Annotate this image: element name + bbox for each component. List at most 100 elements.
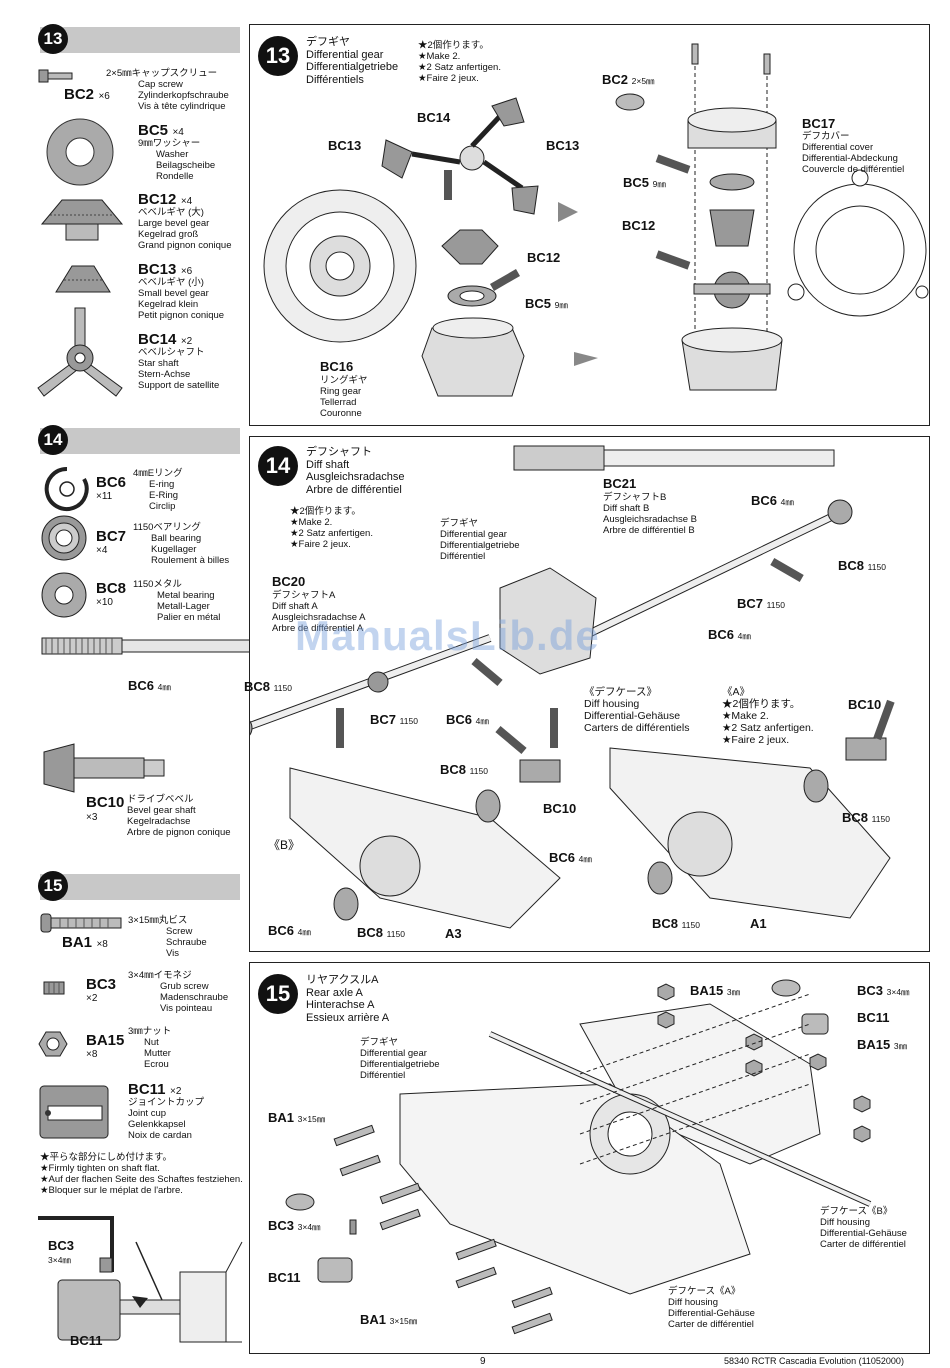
joint-cup-icon [39, 1085, 109, 1139]
part-bc14: BC14 ×2 [138, 331, 193, 348]
p15-bc3-top: BC3 3×4㎜ [857, 983, 910, 998]
large-bevel-gear-icon [40, 199, 124, 241]
p13-bc17: BC17 [802, 116, 836, 131]
star-shaft-icon [37, 307, 123, 397]
panel14-make-note: ★2個作ります。★Make 2. ★2 Satz anfertigen.★Fai… [290, 506, 373, 550]
grub-screw-detail-illustration [38, 1216, 243, 1343]
p14-bc6-top: BC6 4㎜ [751, 493, 794, 508]
part-ba1: BA1 ×8 [62, 934, 108, 951]
bevel-gear-shaft-icon [43, 743, 165, 793]
p14-bc8-bottom-right: BC8 1150 [652, 916, 700, 931]
part-bc13-desc: ベベルギヤ (小)Small bevel gear Kegelrad klein… [138, 277, 225, 321]
p14-a1: A1 [750, 916, 767, 931]
panel13-step-number: 13 [258, 36, 298, 76]
tighten-notes: ★平らな部分にしめ付けます。 ★Firmly tighten on shaft … [40, 1152, 243, 1196]
part-bc7: BC7×4 [96, 528, 127, 556]
p14-bc7-top: BC7 1150 [737, 596, 785, 611]
small-bevel-gear-icon [55, 265, 111, 293]
p14-bc6-right: BC6 4㎜ [549, 850, 592, 865]
p14-diffcase-desc: 《デフケース》Diff housing Differential-Gehäuse… [584, 686, 690, 734]
part-bc12: BC12 ×4 [138, 191, 193, 208]
part-bc13: BC13 ×6 [138, 261, 193, 278]
ball-bearing-icon [41, 515, 87, 561]
p13-bc12-right: BC12 [622, 218, 656, 233]
p14-bc7-left: BC7 1150 [370, 712, 418, 727]
p14-bc6-left: BC6 4㎜ [128, 678, 171, 693]
p14-bc6-center: BC6 4㎜ [446, 712, 489, 727]
page-number: 9 [480, 1356, 486, 1367]
p13-bc13-left: BC13 [328, 138, 362, 153]
p14-bc6-bottom: BC6 4㎜ [268, 923, 311, 938]
panel14-assembly-drawing [250, 445, 895, 929]
p15-ba15-top: BA15 3㎜ [690, 983, 741, 998]
p15-ba1-left: BA1 3×15㎜ [268, 1110, 326, 1125]
step15-number: 15 [38, 871, 68, 901]
watermark: ManualsLib.de [295, 612, 600, 659]
p14-bc21: BC21 [603, 476, 637, 491]
p13-bc12: BC12 [527, 250, 561, 265]
step14-number: 14 [38, 425, 68, 455]
panel13-make-note: ★2個作ります。★Make 2. ★2 Satz anfertigen.★Fai… [418, 40, 501, 84]
step13-number: 13 [38, 24, 68, 54]
panel15-assembly-drawing [285, 979, 872, 1335]
part-bc10: BC10 ×3 [86, 794, 125, 823]
step13-header-bar [40, 27, 240, 53]
p13-bc2: BC2 2×5㎜ [602, 72, 655, 87]
diff-shaft-a-long-icon [41, 637, 278, 655]
p14-bc10-mid: BC10 [543, 801, 577, 816]
p15-diffcaseA-desc: デフケース《A》Diff housing Differential-Gehäus… [668, 1286, 755, 1330]
step15-header-bar [40, 874, 240, 900]
model-footer: 58340 RCTR Cascadia Evolution (11052000) [724, 1356, 904, 1366]
part-bc3: BC3×2 [86, 976, 117, 1004]
cap-screw-icon [38, 69, 73, 83]
e-ring-icon [44, 466, 89, 511]
p14-bc10-right: BC10 [848, 697, 882, 712]
metal-bearing-icon [41, 572, 87, 618]
screw-icon [40, 913, 122, 933]
p13-bc13-right: BC13 [546, 138, 580, 153]
p14-a-make-note: 《A》 ★2個作ります。★Make 2. ★2 Satz anfertigen.… [722, 686, 814, 746]
p15-bc11-bottom: BC11 [268, 1270, 301, 1285]
p15-diffcaseB-desc: デフケース《B》Diff housing Differential-Gehäus… [820, 1206, 907, 1250]
p14-b-mark: 《B》 [268, 838, 301, 852]
part-bc11: BC11 ×2 [128, 1081, 182, 1098]
panel13-right-assembly-drawing [615, 43, 929, 391]
part-bc6: BC6×11 [96, 474, 127, 502]
part-bc8: BC8×10 [96, 580, 127, 608]
grub-screw-icon [43, 981, 65, 995]
step14-header-bar [40, 428, 240, 454]
p13-bc5-right: BC5 9㎜ [623, 175, 666, 190]
p14-bc6-mid: BC6 4㎜ [708, 627, 751, 642]
p14-bc8-bottom: BC8 1150 [357, 925, 405, 940]
washer-icon [46, 118, 114, 186]
detail-bc3-label: BC3 [48, 1238, 75, 1253]
p14-bc8-right: BC8 1150 [842, 810, 890, 825]
panel13-title: デフギヤ Differential gear Differentialgetri… [306, 36, 399, 86]
part-bc2: BC2 ×6 [64, 86, 110, 103]
p13-bc16: BC16 [320, 359, 354, 374]
detail-bc3-size: 3×4㎜ [48, 1255, 71, 1265]
p15-bc11-top: BC11 [857, 1010, 890, 1025]
p14-a3: A3 [445, 926, 462, 941]
p14-bc20: BC20 [272, 574, 306, 589]
nut-icon [38, 1031, 68, 1057]
p13-bc14: BC14 [417, 110, 451, 125]
